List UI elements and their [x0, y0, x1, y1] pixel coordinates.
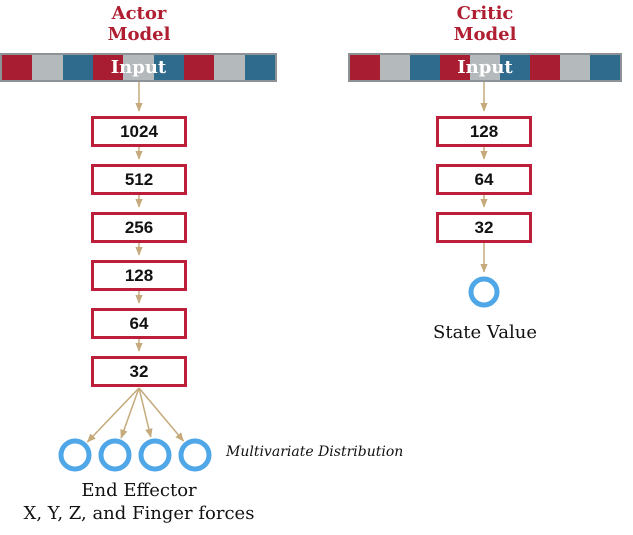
actor-output-caption: End Effector X, Y, Z, and Finger forces [0, 479, 278, 525]
actor-output-caption-line1: End Effector [81, 480, 197, 501]
critic-output-caption: State Value [433, 322, 537, 343]
critic-title-line1: Critic [456, 3, 514, 24]
actor-model-title: Actor Model [0, 3, 278, 45]
input-bar-segment-teal [62, 55, 93, 80]
critic-title-line2: Model [453, 24, 517, 45]
input-bar-segment-teal [244, 55, 275, 80]
actor-layer-box-64: 64 [91, 308, 187, 339]
critic-layer-box-128: 128 [436, 116, 532, 147]
input-bar-segment-red [440, 55, 470, 80]
input-bar-segment-red [350, 55, 380, 80]
critic-model-title: Critic Model [348, 3, 622, 45]
input-bar-segment-gray [123, 55, 154, 80]
actor-title-line2: Model [107, 24, 171, 45]
input-bar-segment-teal [590, 55, 620, 80]
input-bar-segment-red [2, 55, 33, 80]
actor-output-node-circle-4 [178, 438, 212, 472]
input-bar-segment-teal [410, 55, 440, 80]
actor-layer-box-1024: 1024 [91, 116, 187, 147]
actor-title-line1: Actor [111, 3, 167, 24]
input-bar-segment-gray [214, 55, 245, 80]
arrow-actor-32-to-node1 [86, 387, 140, 443]
input-bar-segment-gray [32, 55, 63, 80]
arrow-actor-32-to-node2 [120, 387, 140, 439]
input-bar-segment-gray [560, 55, 590, 80]
input-bar-segment-red [530, 55, 560, 80]
input-bar-segment-teal [153, 55, 184, 80]
input-bar-segment-red [92, 55, 124, 80]
arrow-actor-32-to-node3 [138, 387, 153, 438]
input-bar-segment-gray [380, 55, 410, 80]
critic-layer-box-32: 32 [436, 212, 532, 243]
input-bar-segment-red [183, 55, 215, 80]
actor-output-node-circle-3 [138, 438, 172, 472]
actor-input-label: Input [110, 57, 167, 78]
actor-layer-box-256: 256 [91, 212, 187, 243]
actor-output-node-circle-2 [98, 438, 132, 472]
arrow-actor-32-to-node4 [138, 387, 185, 442]
actor-layer-box-32: 32 [91, 356, 187, 387]
actor-layer-box-512: 512 [91, 164, 187, 195]
input-bar-segment-teal [500, 55, 530, 80]
critic-layer-box-64: 64 [436, 164, 532, 195]
actor-input-bar [0, 53, 277, 82]
critic-input-label: Input [457, 57, 513, 78]
actor-output-node-circle-1 [58, 438, 92, 472]
actor-output-caption-line2: X, Y, Z, and Finger forces [23, 503, 255, 524]
critic-input-bar [348, 53, 622, 82]
multivariate-distribution-note: Multivariate Distribution [226, 444, 404, 460]
critic-output-node-circle [468, 276, 500, 308]
actor-layer-box-128: 128 [91, 260, 187, 291]
input-bar-segment-gray [470, 55, 500, 80]
